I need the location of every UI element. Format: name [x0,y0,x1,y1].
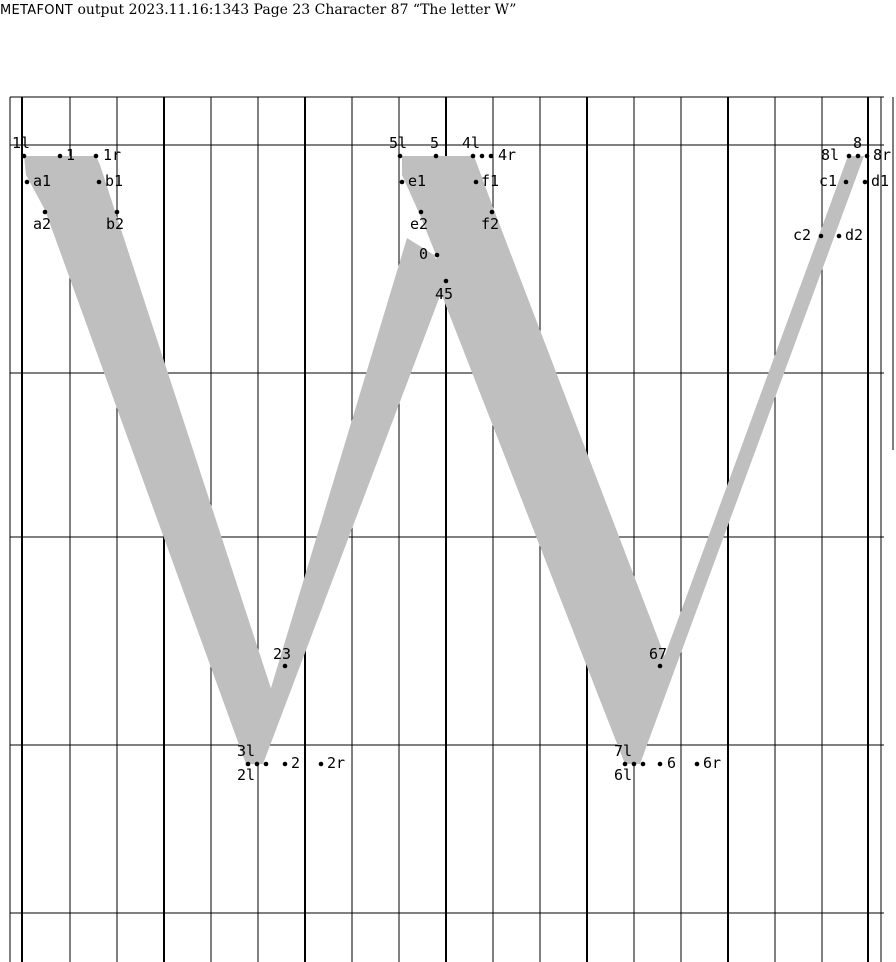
point-label: d1 [871,172,889,190]
point-label: 1l [12,134,30,152]
point-dot [42,209,48,215]
point-dot [399,179,405,185]
point-dot [318,761,324,767]
point-dot [443,278,449,284]
point-dot [473,179,479,185]
point-label: 8r [873,146,891,164]
glyph-strokes [24,156,864,764]
point-dot [855,153,861,159]
point-label: 6r [703,754,721,772]
point-dot [846,153,852,159]
point-dot [24,179,30,185]
point-dot [657,761,663,767]
point-dot [254,761,260,767]
point-dot [245,761,251,767]
point-label: b1 [105,172,123,190]
point-label: 6l [614,766,632,784]
point-label: 1 [66,146,75,164]
stroke-right-down [432,156,667,764]
point-dot [282,663,288,669]
point-label: c1 [819,172,837,190]
point-label: 2r [327,754,345,772]
point-label: f2 [481,215,499,233]
point-label: 4l [462,134,480,152]
point-label: 4r [498,146,516,164]
point-dot [282,761,288,767]
point-label: 6 [667,754,676,772]
point-dot [864,153,870,159]
point-dot [836,233,842,239]
point-label: 45 [435,285,453,303]
point-label: a1 [33,172,51,190]
point-label: a2 [33,215,51,233]
point-dot [93,153,99,159]
point-dot [418,209,424,215]
point-label: e2 [410,215,428,233]
point-dot [57,153,63,159]
point-label: c2 [793,226,811,244]
point-dot [479,153,485,159]
point-dot [114,209,120,215]
point-labels: 1l 1 1r a1 b1 a2 b2 5l 5 4l 4r e1 f1 e2 … [12,134,891,784]
point-label: 2l [237,766,255,784]
program-name: METAFONT [0,3,74,18]
point-dot [263,761,269,767]
point-dot [397,153,403,159]
stroke-left-down [24,156,278,764]
point-label: e1 [408,172,426,190]
point-label: 8l [821,146,839,164]
point-dot [488,153,494,159]
point-label: 3l [237,742,255,760]
point-dot [631,761,637,767]
point-dot [21,153,27,159]
point-label: f1 [481,172,499,190]
stroke-left-up [248,238,446,764]
point-dot [622,761,628,767]
point-label: 8 [853,134,862,152]
point-dot [818,233,824,239]
point-label: 5l [389,134,407,152]
point-dot [640,761,646,767]
point-dot [862,179,868,185]
point-label: 2 [291,754,300,772]
point-dot [489,209,495,215]
point-dot [96,179,102,185]
proof-header: METAFONT output 2023.11.16:1343 Page 23 … [0,0,516,20]
point-label: 67 [649,645,667,663]
point-label: 7l [614,742,632,760]
point-dot [470,153,476,159]
point-label: d2 [845,226,863,244]
point-dot [657,663,663,669]
point-label: 1r [103,146,121,164]
point-dot [434,252,440,258]
point-dot [843,179,849,185]
point-dot [433,153,439,159]
point-label: 0 [419,245,428,263]
point-dot [694,761,700,767]
stroke-right-up [625,156,864,764]
point-label: b2 [106,215,124,233]
header-details: output 2023.11.16:1343 Page 23 Character… [73,2,517,18]
control-points [21,153,870,767]
point-label: 23 [273,645,291,663]
point-label: 5 [430,134,439,152]
